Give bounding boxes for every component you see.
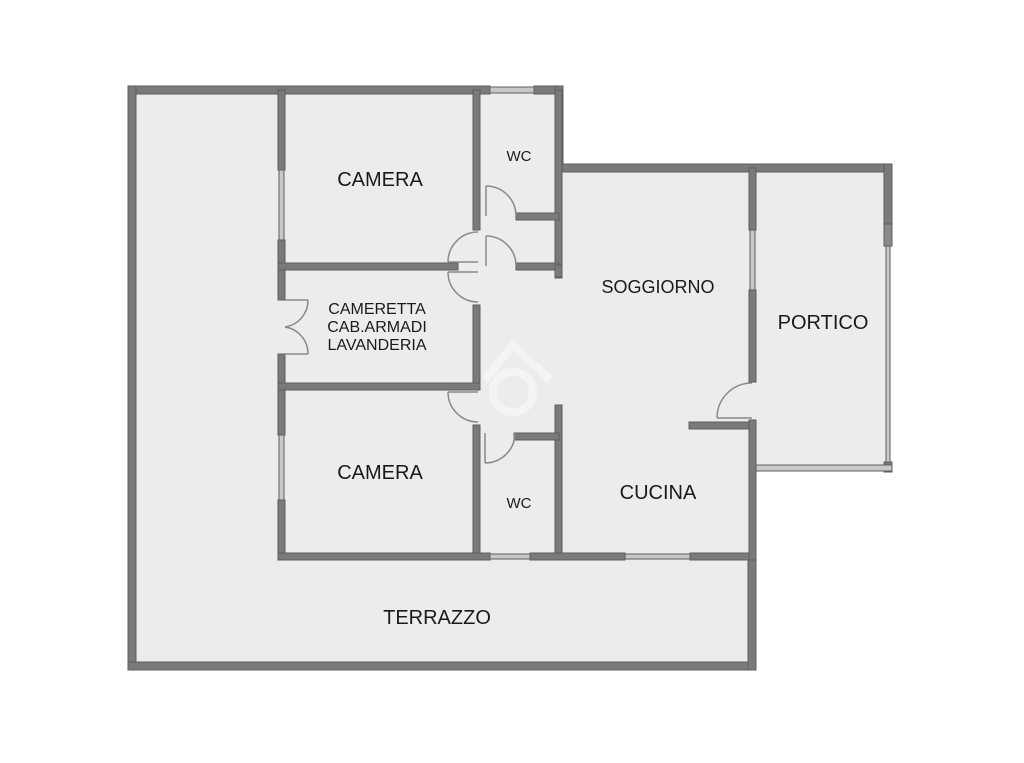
room-label-wc-bottom: WC bbox=[506, 494, 532, 512]
room-label-cameretta-line3: LAVANDERIA bbox=[327, 337, 427, 354]
interior-walls bbox=[277, 89, 757, 561]
outer-walls bbox=[127, 85, 893, 671]
doors bbox=[284, 185, 753, 464]
watermark-icon bbox=[481, 339, 553, 416]
floor-fill bbox=[133, 90, 890, 665]
door-wc-top bbox=[485, 185, 517, 217]
room-label-portico: PORTICO bbox=[777, 312, 869, 334]
door-closet-upper bbox=[284, 299, 309, 328]
door-wc-bottom bbox=[484, 432, 516, 464]
room-label-cameretta-line2: CAB.ARMADI bbox=[327, 319, 427, 336]
room-label-cucina: CUCINA bbox=[619, 482, 697, 504]
door-camera-top bbox=[447, 231, 479, 263]
door-cameretta bbox=[447, 271, 479, 303]
room-label-cameretta-line1: CAMERETTA bbox=[328, 301, 426, 318]
door-corridor-top bbox=[485, 235, 517, 267]
room-label-soggiorno: SOGGIORNO bbox=[601, 277, 715, 298]
room-label-wc-top: WC bbox=[506, 147, 532, 165]
room-label-camera-top: CAMERA bbox=[337, 169, 423, 191]
door-portico bbox=[716, 382, 753, 419]
door-closet-lower bbox=[284, 326, 309, 355]
room-label-camera-bottom: CAMERA bbox=[337, 462, 423, 484]
room-label-terrazzo: TERRAZZO bbox=[383, 607, 491, 629]
room-label-cameretta: CAMERETTA CAB.ARMADI LAVANDERIA bbox=[327, 301, 427, 355]
door-camera-bottom bbox=[447, 391, 479, 423]
